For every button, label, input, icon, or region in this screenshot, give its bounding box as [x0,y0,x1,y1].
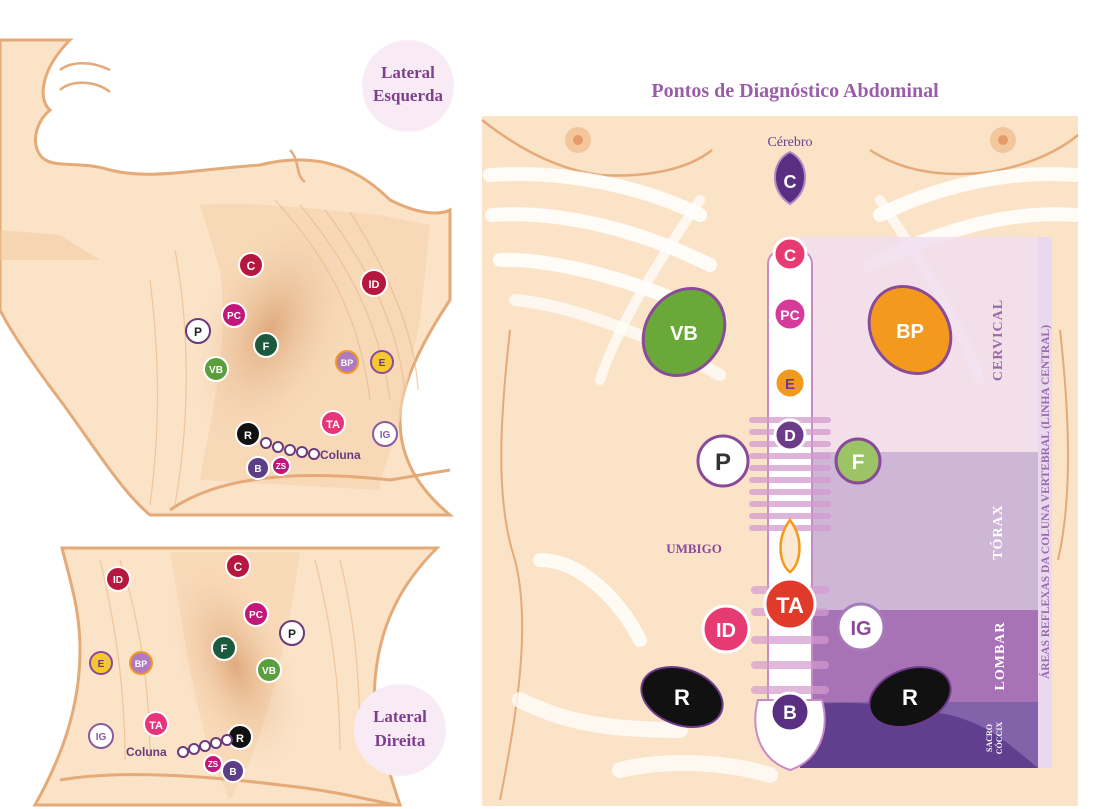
point-zs: ZS [204,755,222,773]
abdomen-title: Pontos de Diagnóstico Abdominal [651,80,939,102]
svg-text:BP: BP [135,659,148,669]
point-p: P [280,621,304,645]
point-ta: TA [144,712,168,736]
point-d: D [775,420,805,450]
point-b: B [222,760,244,782]
svg-text:VB: VB [670,323,698,345]
svg-text:PC: PC [227,311,241,322]
svg-text:F: F [263,341,270,353]
svg-text:IG: IG [380,430,391,441]
coluna-label-top: Coluna [320,448,361,462]
coluna-label-bottom: Coluna [126,745,167,759]
point-f: F [254,333,278,357]
lateral-esquerda-badge: Lateral Esquerda [362,40,454,132]
svg-text:E: E [98,659,105,670]
lateral-direita-line2: Direita [375,731,426,750]
point-ig: IG [373,422,397,446]
svg-text:P: P [715,449,731,476]
svg-text:ID: ID [716,620,736,642]
point-bp: BP [130,652,152,674]
svg-text:P: P [194,325,202,339]
point-bp: BP [336,351,358,373]
svg-text:ID: ID [113,575,123,586]
zone-cervical-label: CERVICAL [991,299,1006,381]
svg-text:R: R [674,685,690,710]
point-f: F [836,439,880,483]
lateral-esquerda-line1: Lateral [381,63,435,82]
svg-text:VB: VB [262,666,276,677]
svg-text:E: E [379,358,386,369]
umbigo-label: UMBIGO [666,541,722,556]
svg-text:C: C [784,246,796,265]
zone-lombar-label: LOMBAR [993,622,1008,691]
svg-text:D: D [784,428,796,445]
svg-text:PC: PC [780,307,799,323]
point-e: E [371,351,393,373]
svg-text:C: C [784,172,797,192]
svg-text:F: F [852,451,865,474]
cerebro-label: Cérebro [767,135,812,150]
svg-text:E: E [785,376,795,393]
areas-reflexas-label: ÁREAS REFLEXAS DA COLUNA VERTEBRAL (LINH… [1038,325,1052,679]
svg-text:B: B [254,464,261,475]
point-ig: IG [89,724,113,748]
svg-text:B: B [783,703,797,724]
svg-text:ID: ID [369,279,380,291]
svg-text:BP: BP [341,358,354,368]
point-b: B [771,693,809,731]
svg-text:TA: TA [326,419,340,431]
svg-text:C: C [234,560,243,574]
point-e: E [90,652,112,674]
lateral-direita-line1: Lateral [373,707,427,726]
svg-text:BP: BP [896,321,924,343]
svg-text:R: R [244,430,252,442]
svg-text:TA: TA [776,593,804,618]
point-ig: IG [838,604,884,650]
zone-sacro-label: SACRO [985,724,994,752]
zone-torax-label: TÓRAX [989,504,1006,560]
svg-text:P: P [288,627,296,641]
point-b: B [247,457,269,479]
point-ta: TA [765,579,815,629]
svg-text:VB: VB [209,365,223,376]
svg-text:R: R [902,685,918,710]
point-id: ID [703,606,749,652]
svg-text:F: F [221,643,228,655]
svg-text:ZS: ZS [276,462,287,471]
point-p: P [186,319,210,343]
point-pc: PC [244,602,268,626]
point-r: R [236,422,260,446]
point-zs: ZS [272,457,290,475]
svg-text:ZS: ZS [208,760,219,769]
point-vb: VB [204,357,228,381]
svg-text:C: C [247,259,256,273]
svg-text:PC: PC [249,610,263,621]
point-id: ID [106,567,130,591]
point-p: P [698,436,748,486]
svg-text:TA: TA [149,720,163,732]
point-c: C [226,554,250,578]
point-c: C [239,253,263,277]
zone-coccix-label: CÓCCIX [994,722,1004,755]
lateral-direita-badge: Lateral Direita [354,684,446,776]
svg-text:IG: IG [96,732,107,743]
lateral-esquerda-line2: Esquerda [373,86,443,105]
point-c: C [774,238,806,270]
point-pc: PC [774,298,806,330]
svg-text:R: R [236,733,244,745]
point-vb: VB [257,658,281,682]
point-pc: PC [222,303,246,327]
point-f: F [212,636,236,660]
svg-text:IG: IG [850,618,871,640]
point-id: ID [361,270,387,296]
svg-text:B: B [229,767,236,778]
point-ta: TA [321,411,345,435]
point-e: E [775,368,805,398]
